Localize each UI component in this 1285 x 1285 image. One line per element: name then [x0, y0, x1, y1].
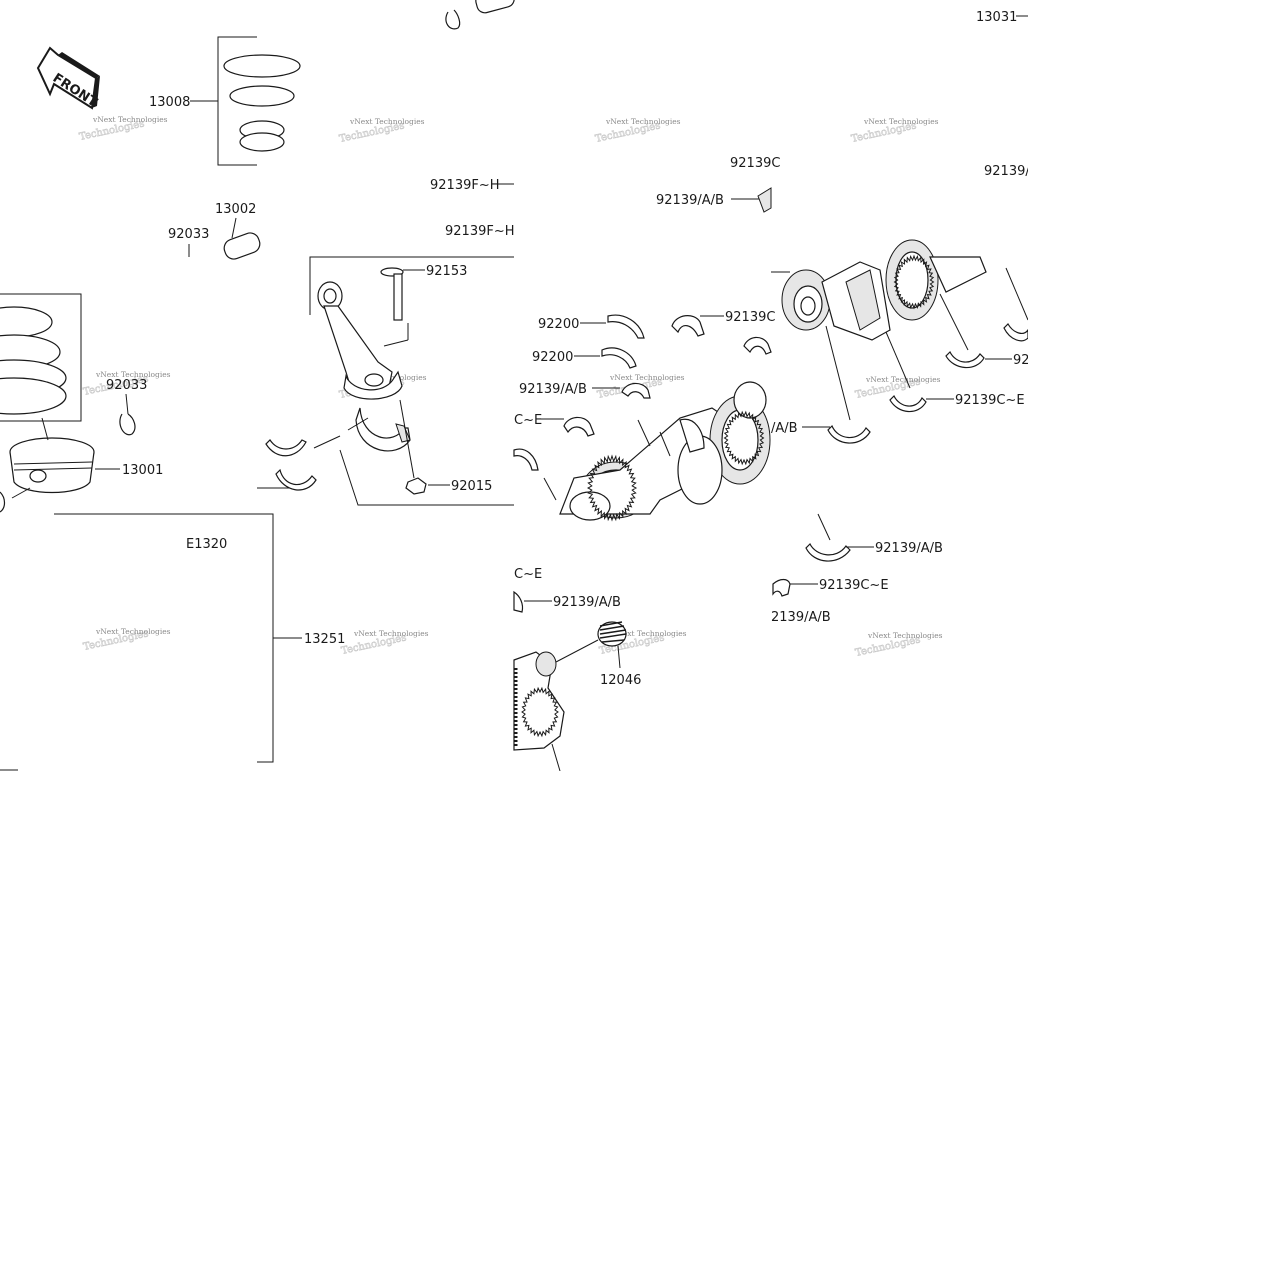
gears — [521, 254, 935, 738]
part-label: 92139C — [730, 156, 780, 171]
bearing-shell — [513, 590, 524, 613]
part-label: 13031 — [976, 10, 1017, 25]
bearing-shell — [563, 416, 595, 437]
svg-text:vNext Technologies: vNext Technologies — [609, 373, 685, 382]
svg-text:vNext Technologies: vNext Technologies — [353, 629, 429, 638]
con-rod-nut — [399, 399, 450, 495]
svg-text:vNext Technologies: vNext Technologies — [865, 375, 941, 384]
circlip-2 — [119, 393, 136, 436]
gear-teeth — [723, 410, 765, 466]
thrust-washer — [607, 314, 645, 339]
part-label: 2139/A/B — [771, 610, 831, 625]
svg-text:vNext Technologies: vNext Technologies — [95, 370, 171, 379]
con-rod-bolt — [380, 267, 425, 321]
part-label: 92200 — [538, 317, 579, 332]
part-label: 92015 — [451, 479, 492, 494]
part-label: 13251 — [304, 632, 345, 647]
piston-pin — [223, 217, 261, 260]
part-label: 92 — [1013, 353, 1030, 368]
rod-cap — [355, 407, 411, 452]
part-label: 13008 — [149, 95, 190, 110]
part-label: 92153 — [426, 264, 467, 279]
bearing-shells-left — [257, 417, 369, 491]
part-label: 92139F~H — [445, 224, 515, 239]
part-label: 92139/A/B — [656, 193, 724, 208]
part-label: 92139C~E — [819, 578, 889, 593]
bearing-shell — [827, 424, 871, 444]
part-label: 92033 — [106, 378, 147, 393]
bearing-shell — [621, 382, 651, 399]
svg-text:vNext Technologies: vNext Technologies — [95, 627, 171, 636]
bearing-shell — [1003, 323, 1029, 342]
crankshaft — [543, 381, 771, 521]
part-label: 92139/ — [984, 164, 1030, 179]
piston-ring-set-2 — [0, 293, 82, 422]
gear-teeth — [521, 686, 559, 738]
part-label: 92139C — [725, 310, 775, 325]
connecting-rod — [317, 281, 403, 400]
part-label: 92139/A/B — [553, 595, 621, 610]
bearing-shell — [889, 394, 927, 413]
part-label: 92200 — [532, 350, 573, 365]
part-label: 92139/A/B — [875, 541, 943, 556]
bearing-shell — [671, 315, 705, 337]
svg-text:vNext Technologies: vNext Technologies — [867, 631, 943, 640]
piston — [0, 417, 120, 513]
piston-ring-set — [190, 36, 301, 166]
part-label: 92139/A/B — [519, 382, 587, 397]
gear-teeth — [586, 454, 638, 522]
bearing-shell — [757, 187, 772, 213]
balancer-shaft — [513, 639, 599, 772]
part-label: 92139F~H — [430, 178, 500, 193]
blank-area — [0, 771, 1285, 1285]
part-label: 13001 — [122, 463, 163, 478]
part-label: 92033 — [168, 227, 209, 242]
thrust-washer — [601, 347, 637, 369]
part-label: 12046 — [600, 673, 641, 688]
bearing-shell — [772, 578, 791, 597]
svg-text:vNext Technologies: vNext Technologies — [863, 117, 939, 126]
bearing-shell — [743, 336, 772, 355]
section-code: E1320 — [186, 537, 227, 552]
bearing-shell — [945, 350, 985, 369]
needle-bearing — [597, 621, 627, 669]
svg-text:vNext Technologies: vNext Technologies — [92, 115, 168, 124]
part-label: 13002 — [215, 202, 256, 217]
part-label: C~E — [514, 413, 542, 428]
svg-text:vNext Technologies: vNext Technologies — [605, 117, 681, 126]
part-label: 92139C~E — [955, 393, 1025, 408]
bearing-shell — [513, 448, 539, 471]
front-arrow-badge: FRONT — [36, 46, 100, 110]
svg-text:vNext Technologies: vNext Technologies — [349, 117, 425, 126]
gear-teeth — [893, 254, 935, 310]
crankshaft-right-view — [771, 239, 987, 341]
part-label: /A/B — [771, 421, 798, 436]
svg-text:vNext Technologies: vNext Technologies — [611, 629, 687, 638]
bearing-shell — [805, 542, 851, 562]
part-label: C~E — [514, 567, 542, 582]
circlip — [445, 0, 515, 30]
